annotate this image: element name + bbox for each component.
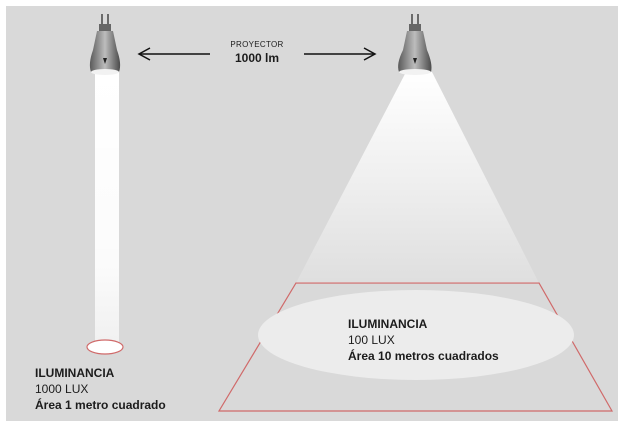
left-light-beam bbox=[95, 72, 119, 347]
projector-value: 1000 lm bbox=[234, 51, 280, 65]
right-light-beam bbox=[296, 72, 539, 283]
left-floor-spot bbox=[86, 339, 124, 355]
right-lux-value: 100 LUX bbox=[348, 333, 395, 347]
double-arrow-icon bbox=[137, 47, 377, 61]
projector-label: PROYECTOR bbox=[230, 40, 284, 49]
lamp-icon bbox=[398, 14, 432, 75]
right-area-value: Área 10 metros cuadrados bbox=[348, 349, 499, 363]
left-illuminance-title: ILUMINANCIA bbox=[35, 366, 115, 380]
lamp-icon bbox=[89, 14, 121, 75]
left-area-value: Área 1 metro cuadrado bbox=[35, 398, 166, 412]
right-floor-spot bbox=[258, 290, 574, 380]
right-illuminance-title: ILUMINANCIA bbox=[348, 317, 428, 331]
left-lux-value: 1000 LUX bbox=[35, 382, 89, 396]
